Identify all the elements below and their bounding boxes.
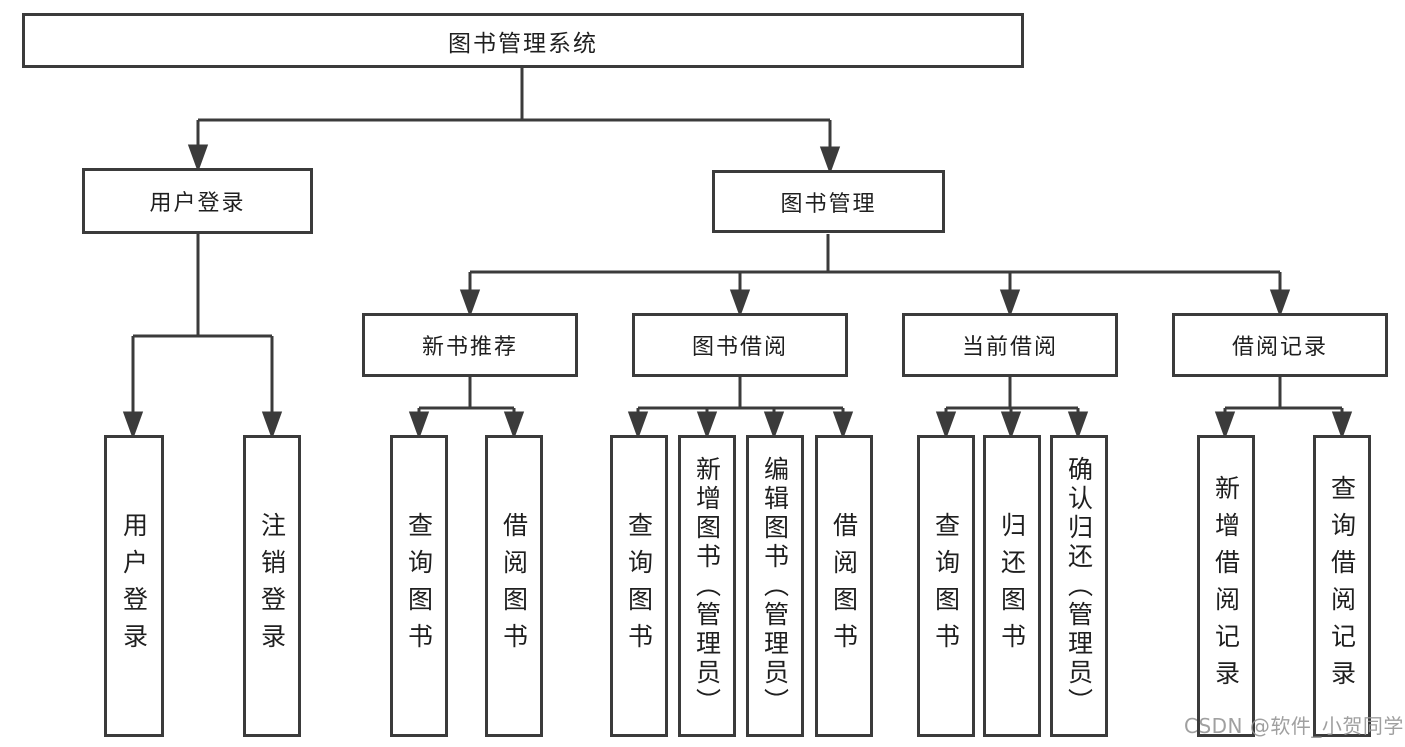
node-borrowing-records: 借阅记录 bbox=[1172, 313, 1388, 377]
arrowhead bbox=[459, 289, 481, 318]
arrowhead bbox=[627, 411, 649, 440]
leaf-query-books-current: 查询图书 bbox=[917, 435, 975, 737]
arrowhead bbox=[763, 411, 785, 440]
arrowhead bbox=[1067, 411, 1089, 440]
leaf-add-borrow-record: 新增借阅记录 bbox=[1197, 435, 1255, 737]
leaf-edit-book-admin: 编辑图书（管理员） bbox=[746, 435, 804, 737]
arrowhead bbox=[1269, 289, 1291, 318]
arrowhead bbox=[187, 144, 209, 173]
watermark-text: CSDN @软件_小贺同学 bbox=[1184, 714, 1404, 738]
node-book-management: 图书管理 bbox=[712, 170, 945, 233]
leaf-query-borrow-record: 查询借阅记录 bbox=[1313, 435, 1371, 737]
arrowhead bbox=[819, 146, 841, 175]
node-library-management-system: 图书管理系统 bbox=[22, 13, 1024, 68]
arrowhead bbox=[999, 289, 1021, 318]
arrowhead bbox=[1214, 411, 1236, 440]
arrowhead bbox=[729, 289, 751, 318]
arrowhead bbox=[503, 411, 525, 440]
leaf-query-books-borrowing: 查询图书 bbox=[610, 435, 668, 737]
leaf-logout: 注销登录 bbox=[243, 435, 301, 737]
node-book-borrowing: 图书借阅 bbox=[632, 313, 848, 377]
leaf-borrow-books-recommend: 借阅图书 bbox=[485, 435, 543, 737]
leaf-return-book: 归还图书 bbox=[983, 435, 1041, 737]
arrowhead bbox=[696, 411, 718, 440]
leaf-borrow-books-borrowing: 借阅图书 bbox=[815, 435, 873, 737]
node-user-login: 用户登录 bbox=[82, 168, 313, 234]
arrowhead bbox=[832, 411, 854, 440]
leaf-add-book-admin: 新增图书（管理员） bbox=[678, 435, 736, 737]
arrowhead bbox=[122, 411, 144, 440]
arrowhead bbox=[1000, 411, 1022, 440]
node-current-borrowing: 当前借阅 bbox=[902, 313, 1118, 377]
node-new-book-recommend: 新书推荐 bbox=[362, 313, 578, 377]
arrowhead bbox=[935, 411, 957, 440]
arrowhead bbox=[1331, 411, 1353, 440]
arrowhead bbox=[408, 411, 430, 440]
leaf-query-books-recommend: 查询图书 bbox=[390, 435, 448, 737]
arrowhead bbox=[261, 411, 283, 440]
leaf-user-login: 用户登录 bbox=[104, 435, 164, 737]
leaf-confirm-return-admin: 确认归还（管理员） bbox=[1050, 435, 1108, 737]
